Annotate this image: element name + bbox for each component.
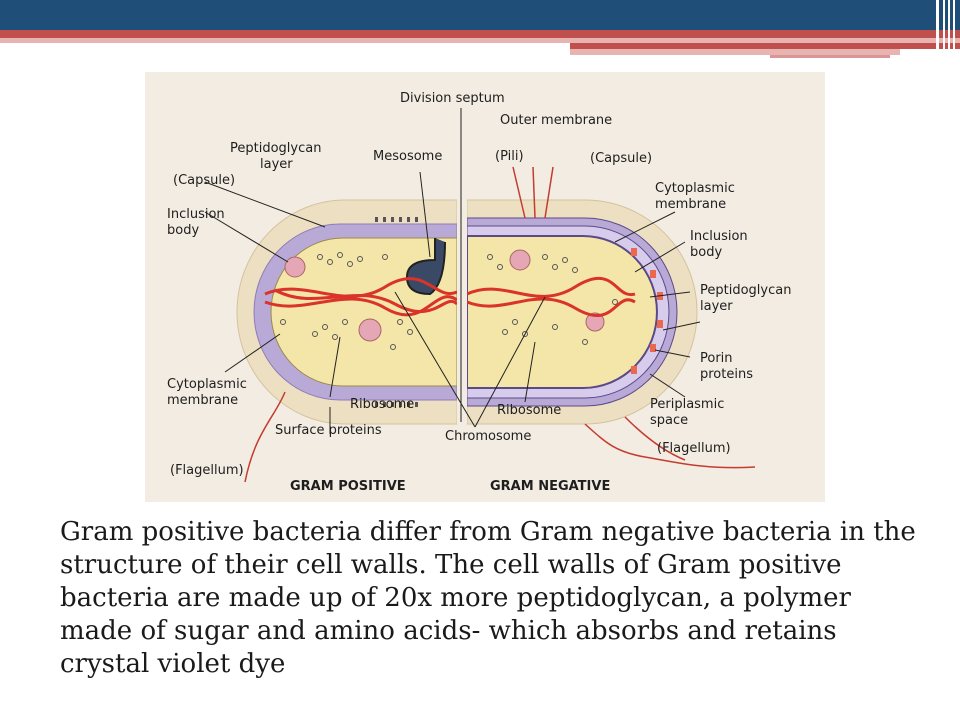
label-inclusion-right-1: Inclusion: [690, 229, 748, 244]
leader-lines: [204, 171, 701, 434]
label-pili: (Pili): [495, 149, 524, 164]
label-cytoplasmic-right-1: Cytoplasmic: [655, 181, 735, 196]
label-gram-positive: GRAM POSITIVE: [290, 479, 406, 494]
gram-negative-cell: [466, 166, 698, 425]
label-porin-1: Porin: [700, 351, 733, 366]
gram-positive-cell: [236, 199, 459, 425]
caption-text: Gram positive bacteria differ from Gram …: [60, 517, 916, 679]
label-capsule-right: (Capsule): [590, 151, 652, 166]
label-flagellum-left: (Flagellum): [170, 463, 244, 478]
label-cytoplasmic-right-2: membrane: [655, 197, 726, 212]
label-capsule-left: (Capsule): [173, 173, 235, 188]
label-peptidoglycan-right-1: Peptidoglycan: [700, 283, 791, 298]
label-peptidoglycan-left-2: layer: [260, 157, 293, 172]
label-division-septum: Division septum: [400, 91, 505, 106]
label-gram-negative: GRAM NEGATIVE: [490, 479, 610, 494]
label-flagellum-right: (Flagellum): [657, 441, 731, 456]
label-outer-membrane: Outer membrane: [500, 113, 612, 128]
bacteria-diagram: Division septum Outer membrane Peptidogl…: [145, 72, 825, 502]
flagella: [244, 391, 756, 483]
header-bars: [0, 0, 960, 62]
label-inclusion-left-2: body: [167, 223, 199, 238]
label-peptidoglycan-right-2: layer: [700, 299, 733, 314]
label-ribosome-right: Ribosome: [497, 403, 561, 418]
label-chromosome: Chromosome: [445, 429, 531, 444]
label-inclusion-right-2: body: [690, 245, 722, 260]
label-mesosome: Mesosome: [373, 149, 442, 164]
label-periplasmic-1: Periplasmic: [650, 397, 724, 412]
label-cytoplasmic-left-1: Cytoplasmic: [167, 377, 247, 392]
label-inclusion-left-1: Inclusion: [167, 207, 225, 222]
label-periplasmic-2: space: [650, 413, 688, 428]
label-peptidoglycan-left-1: Peptidoglycan: [230, 141, 321, 156]
label-cytoplasmic-left-2: membrane: [167, 393, 238, 408]
label-surface-proteins: Surface proteins: [275, 423, 382, 438]
label-porin-2: proteins: [700, 367, 753, 382]
label-ribosome-left: Ribosome: [350, 397, 414, 412]
